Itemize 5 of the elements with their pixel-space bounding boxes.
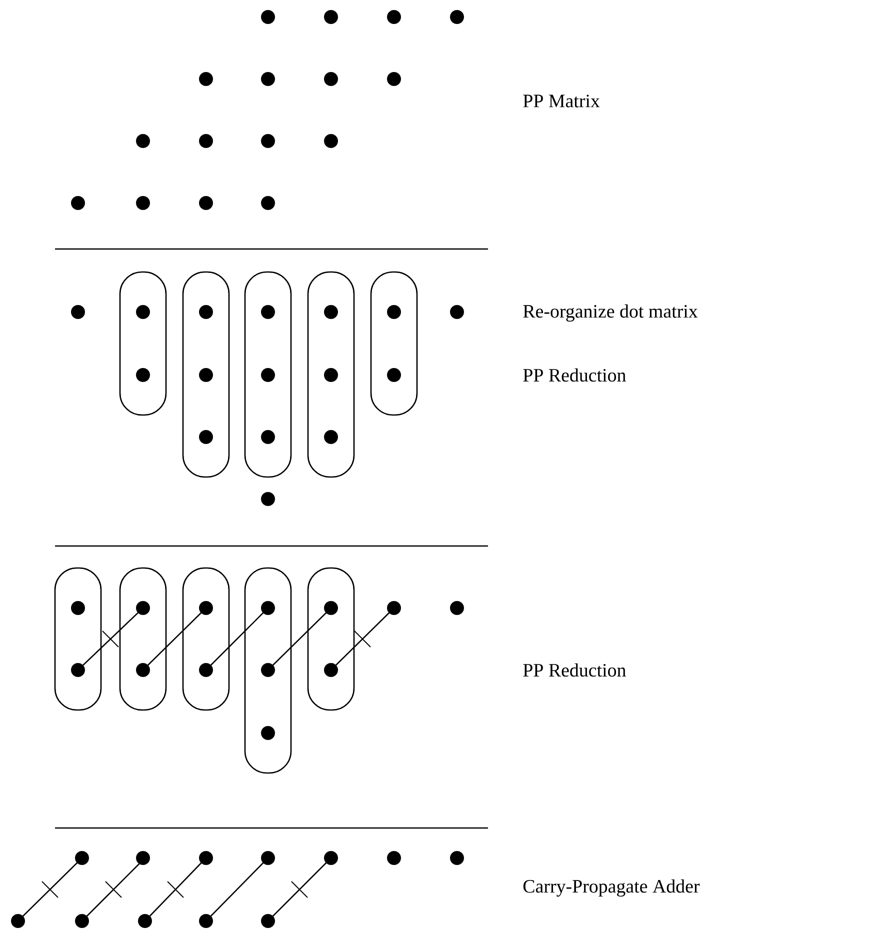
step-label: Re-organize dot matrix (523, 304, 698, 322)
step-label: PP Reduction (523, 368, 626, 382)
step-label: Carry-Propagate Adder (523, 879, 700, 897)
step-label: PP Reduction (523, 663, 626, 677)
step-label: PP Matrix (523, 94, 600, 108)
